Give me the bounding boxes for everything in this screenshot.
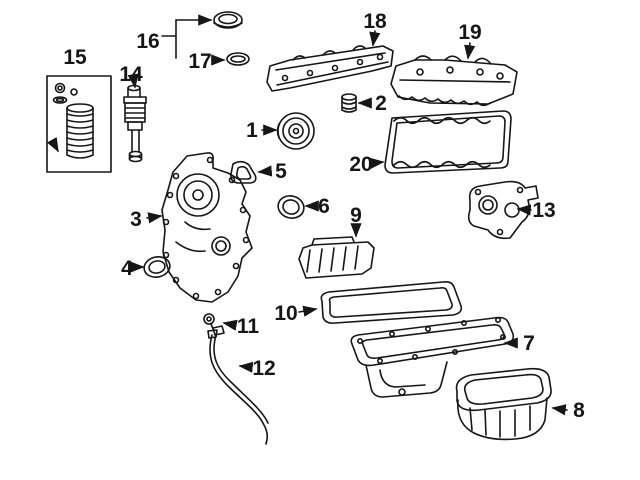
filler-cap-seal-ring xyxy=(226,52,250,66)
valve-cover-gasket xyxy=(384,110,512,174)
callout-7: 7 xyxy=(523,332,535,355)
upper-oil-pan xyxy=(350,316,515,398)
callout-5: 5 xyxy=(275,160,287,183)
small-plug xyxy=(341,93,357,113)
small-gasket xyxy=(230,160,257,184)
callout-11: 11 xyxy=(237,315,260,338)
oil-level-sensor xyxy=(123,84,147,163)
callout-19: 19 xyxy=(458,21,481,44)
callout-13: 13 xyxy=(532,199,555,222)
callout-15: 15 xyxy=(63,46,87,69)
oval-gasket xyxy=(277,195,305,219)
callout-2: 2 xyxy=(375,92,387,115)
callout-4: 4 xyxy=(121,257,133,280)
valve-cover-right xyxy=(390,55,518,107)
callout-18: 18 xyxy=(363,10,387,33)
oil-filter-kit xyxy=(46,75,112,173)
callout-20: 20 xyxy=(349,153,372,176)
callout-6: 6 xyxy=(318,195,330,218)
callout-17: 17 xyxy=(188,50,211,73)
callout-labels: 1 2 3 4 5 6 7 8 9 10 11 12 13 14 15 16 1… xyxy=(63,10,585,422)
lower-oil-pan xyxy=(455,367,552,441)
dipstick-handle xyxy=(203,313,225,336)
callout-leader-lines xyxy=(127,14,568,416)
callout-16: 16 xyxy=(136,30,159,53)
callout-9: 9 xyxy=(350,204,362,227)
dipstick-tube xyxy=(207,329,269,445)
callout-12: 12 xyxy=(252,357,275,380)
callout-10: 10 xyxy=(274,302,297,325)
callout-1: 1 xyxy=(246,119,258,142)
oil-baffle-plate xyxy=(298,236,375,279)
timing-cover xyxy=(161,152,253,303)
callout-8: 8 xyxy=(573,399,585,422)
crankshaft-pulley xyxy=(276,112,315,150)
valve-cover-left xyxy=(266,45,394,92)
oil-filler-cap xyxy=(213,11,243,29)
callout-14: 14 xyxy=(119,63,143,86)
oil-pan-gasket xyxy=(320,281,463,324)
callout-3: 3 xyxy=(130,208,142,231)
